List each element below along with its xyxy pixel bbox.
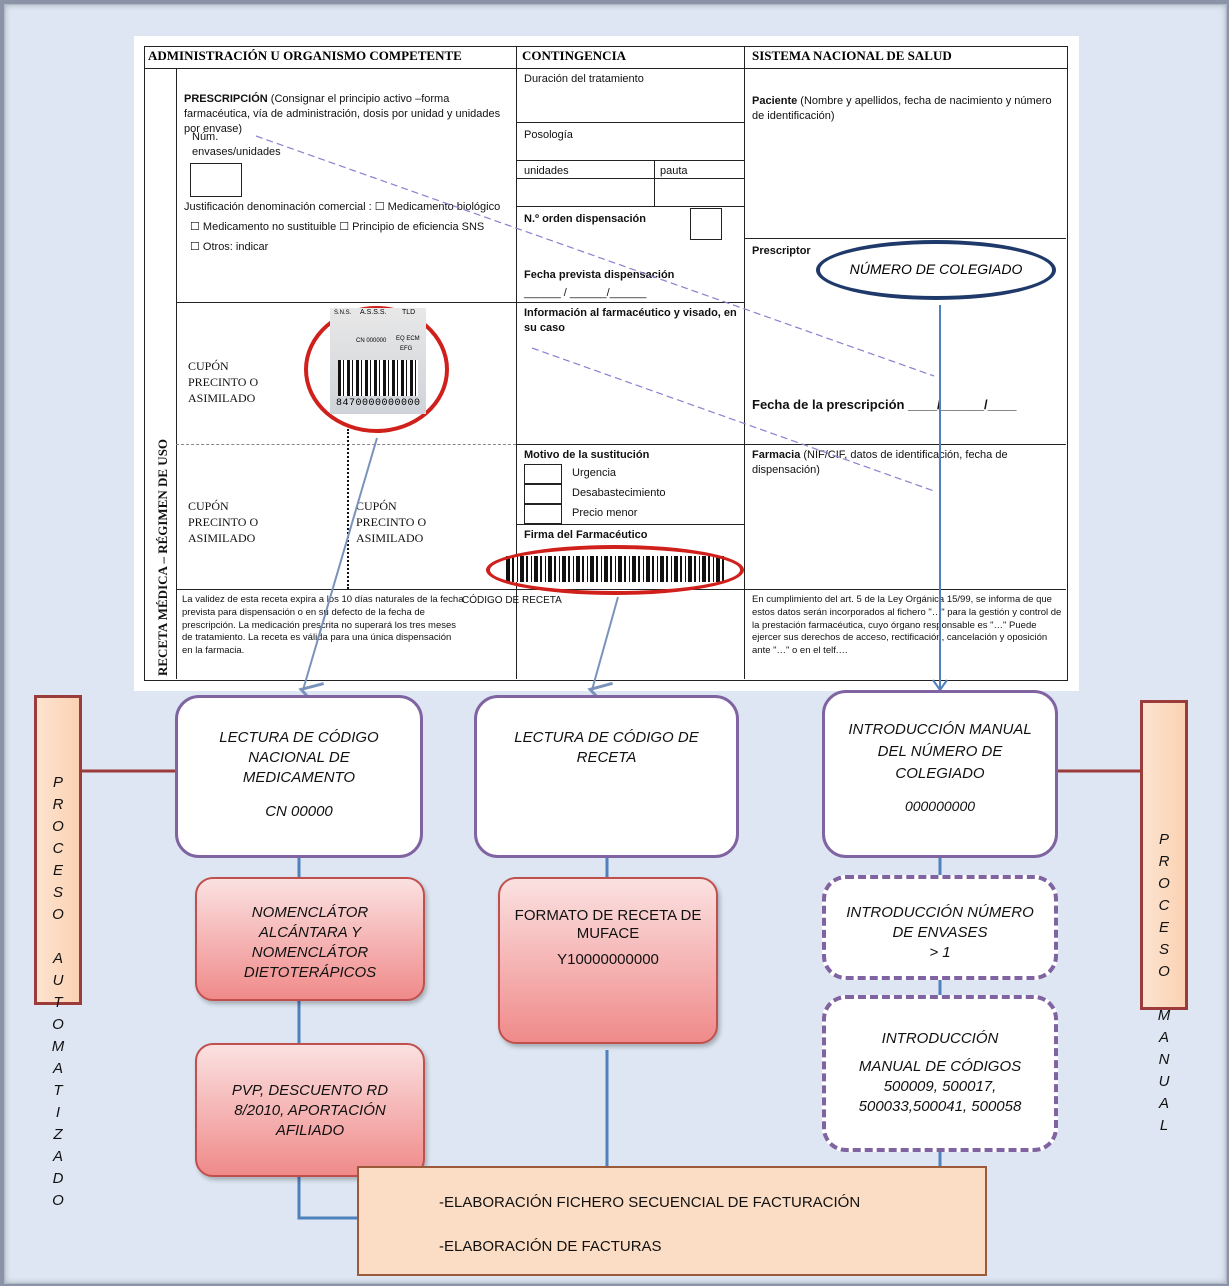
pvp-node: PVP, DESCUENTO RD 8/2010, APORTACIÓN AFI… — [195, 1043, 425, 1177]
unidades-label: unidades — [524, 165, 569, 177]
pauta-label: pauta — [660, 165, 688, 177]
numero-colegiado-ellipse: NÚMERO DE COLEGIADO — [816, 240, 1056, 300]
side-letter: R — [1158, 853, 1170, 870]
intro-envases-node: INTRODUCCIÓN NÚMERO DE ENVASES > 1 — [822, 875, 1058, 980]
num-envases-box — [190, 163, 242, 197]
side-letter: E — [1158, 919, 1169, 936]
formato-value: Y10000000000 — [557, 951, 659, 968]
formato-receta-node: FORMATO DE RECETA DE MUFACE Y10000000000 — [498, 877, 718, 1044]
prescription-form: ADMINISTRACIÓN U ORGANISMO COMPETENTE CO… — [134, 36, 1079, 691]
intro-codigos-text: MANUAL DE CÓDIGOS 500009, 500017, 500033… — [858, 1058, 1022, 1115]
intro-envases-value: > 1 — [929, 944, 951, 961]
guide-lines — [255, 135, 935, 492]
cupon-2: CUPÓN PRECINTO O ASIMILADO — [188, 499, 259, 546]
lectura-cn-node: LECTURA DE CÓDIGO NACIONAL DE MEDICAMENT… — [175, 695, 423, 858]
side-letter: A — [52, 950, 63, 967]
side-letter: I — [55, 1104, 61, 1121]
firma-label: Firma del Farmacéutico — [524, 529, 648, 541]
header-sns: SISTEMA NACIONAL DE SALUD — [752, 48, 952, 63]
facturacion-line-2: -ELABORACIÓN DE FACTURAS — [439, 1238, 662, 1255]
formato-title: FORMATO DE RECETA DE MUFACE — [514, 907, 702, 942]
side-letter: R — [52, 796, 64, 813]
side-letter: P — [1158, 831, 1169, 848]
side-letter: O — [1158, 963, 1170, 980]
justificacion-text: Justificación denominación comercial : ☐… — [184, 201, 501, 213]
intro-colegiado-node: INTRODUCCIÓN MANUAL DEL NÚMERO DE COLEGI… — [822, 690, 1058, 858]
num-envases-label: Núm. envases/unidades — [192, 131, 281, 158]
side-letter: M — [51, 1038, 65, 1055]
cn-label: S.N.S. A.S.S.S. TLD CN 000000 EQ ECM EFG… — [330, 308, 426, 414]
side-letter: A — [52, 1148, 63, 1165]
side-letter: A — [52, 1060, 63, 1077]
fecha-prescripcion: Fecha de la prescripción ____/______/___… — [752, 397, 1017, 412]
lectura-cn-title: LECTURA DE CÓDIGO NACIONAL DE MEDICAMENT… — [219, 729, 379, 786]
precio-menor-label: Precio menor — [572, 507, 638, 519]
lectura-cn-value: CN 00000 — [265, 803, 333, 820]
otros-text: ☐ Otros: indicar — [190, 241, 269, 253]
fecha-prevista-blank: ______ / ______/______ — [524, 287, 647, 299]
lectura-receta-text: LECTURA DE CÓDIGO DE RECETA — [514, 729, 699, 766]
orden-label: N.º orden dispensación — [524, 213, 646, 225]
urgencia-label: Urgencia — [572, 467, 617, 479]
cupon-1: CUPÓN PRECINTO O ASIMILADO — [188, 359, 259, 406]
lectura-receta-node: LECTURA DE CÓDIGO DE RECETA — [474, 695, 739, 858]
duracion-label: Duración del tratamiento — [524, 73, 644, 85]
side-letter: M — [1157, 1007, 1171, 1024]
desabastecimiento-label: Desabastecimiento — [572, 487, 666, 499]
side-letter: A — [1158, 1029, 1169, 1046]
side-letter: S — [1158, 941, 1169, 958]
farmacia-block: Farmacia (NIF/CIF, datos de identificaci… — [752, 449, 1008, 476]
side-letter: C — [1158, 897, 1170, 914]
intro-colegiado-title: INTRODUCCIÓN MANUAL DEL NÚMERO DE COLEGI… — [848, 721, 1032, 782]
side-letter: L — [1159, 1117, 1169, 1134]
side-letter: O — [52, 818, 64, 835]
header-contingencia: CONTINGENCIA — [522, 48, 627, 63]
side-letter — [1143, 983, 1185, 1005]
side-letter: T — [53, 994, 63, 1011]
side-letter — [37, 926, 79, 948]
fecha-prevista-label: Fecha prevista dispensación — [524, 269, 675, 281]
side-letter: T — [53, 1082, 63, 1099]
paciente-block: Paciente (Nombre y apellidos, fecha de n… — [752, 95, 1052, 122]
side-letter: N — [1158, 1051, 1170, 1068]
side-letter: D — [52, 1170, 64, 1187]
side-letter: Z — [53, 1126, 63, 1143]
side-letter: A — [1158, 1095, 1169, 1112]
posologia-label: Posología — [524, 129, 573, 141]
side-letter: O — [52, 906, 64, 923]
prescripcion-block: PRESCRIPCIÓN (Consignar el principio act… — [184, 93, 501, 135]
side-letter: C — [52, 840, 64, 857]
orden-box — [690, 208, 722, 240]
side-letter: U — [1158, 1073, 1170, 1090]
nomenclator-node: NOMENCLÁTOR ALCÁNTARA Y NOMENCLÁTOR DIET… — [195, 877, 425, 1001]
side-letter: E — [52, 862, 63, 879]
cumplimiento-text: En cumplimiento del art. 5 de la Ley Org… — [752, 594, 1062, 657]
prescriptor-label: Prescriptor — [752, 245, 811, 257]
motivo-label: Motivo de la sustitución — [524, 449, 650, 461]
codigo-receta-label: CÓDIGO DE RECETA — [462, 595, 562, 606]
intro-codigos-title: INTRODUCCIÓN — [881, 1030, 999, 1047]
info-farmaceutico: Información al farmacéutico y visado, en… — [524, 307, 737, 334]
intro-colegiado-value: 000000000 — [904, 798, 976, 814]
receta-barcode-ellipse — [486, 545, 744, 595]
side-letter: P — [52, 774, 63, 791]
connector-pvp-bottom — [297, 1177, 360, 1220]
side-letter: O — [52, 1016, 64, 1033]
header-administracion: ADMINISTRACIÓN U ORGANISMO COMPETENTE — [148, 48, 462, 63]
side-letter: S — [52, 884, 63, 901]
side-letter: O — [52, 1192, 64, 1209]
intro-codigos-node: INTRODUCCIÓN MANUAL DE CÓDIGOS 500009, 5… — [822, 995, 1058, 1152]
side-letter: O — [1158, 875, 1170, 892]
intro-envases-title: INTRODUCCIÓN NÚMERO DE ENVASES — [846, 904, 1034, 941]
side-letter: U — [52, 972, 64, 989]
facturacion-line-1: -ELABORACIÓN FICHERO SECUENCIAL DE FACTU… — [439, 1194, 861, 1211]
facturacion-box: -ELABORACIÓN FICHERO SECUENCIAL DE FACTU… — [357, 1166, 987, 1276]
no-sustituible-text: ☐ Medicamento no sustituible ☐ Principio… — [190, 221, 485, 233]
